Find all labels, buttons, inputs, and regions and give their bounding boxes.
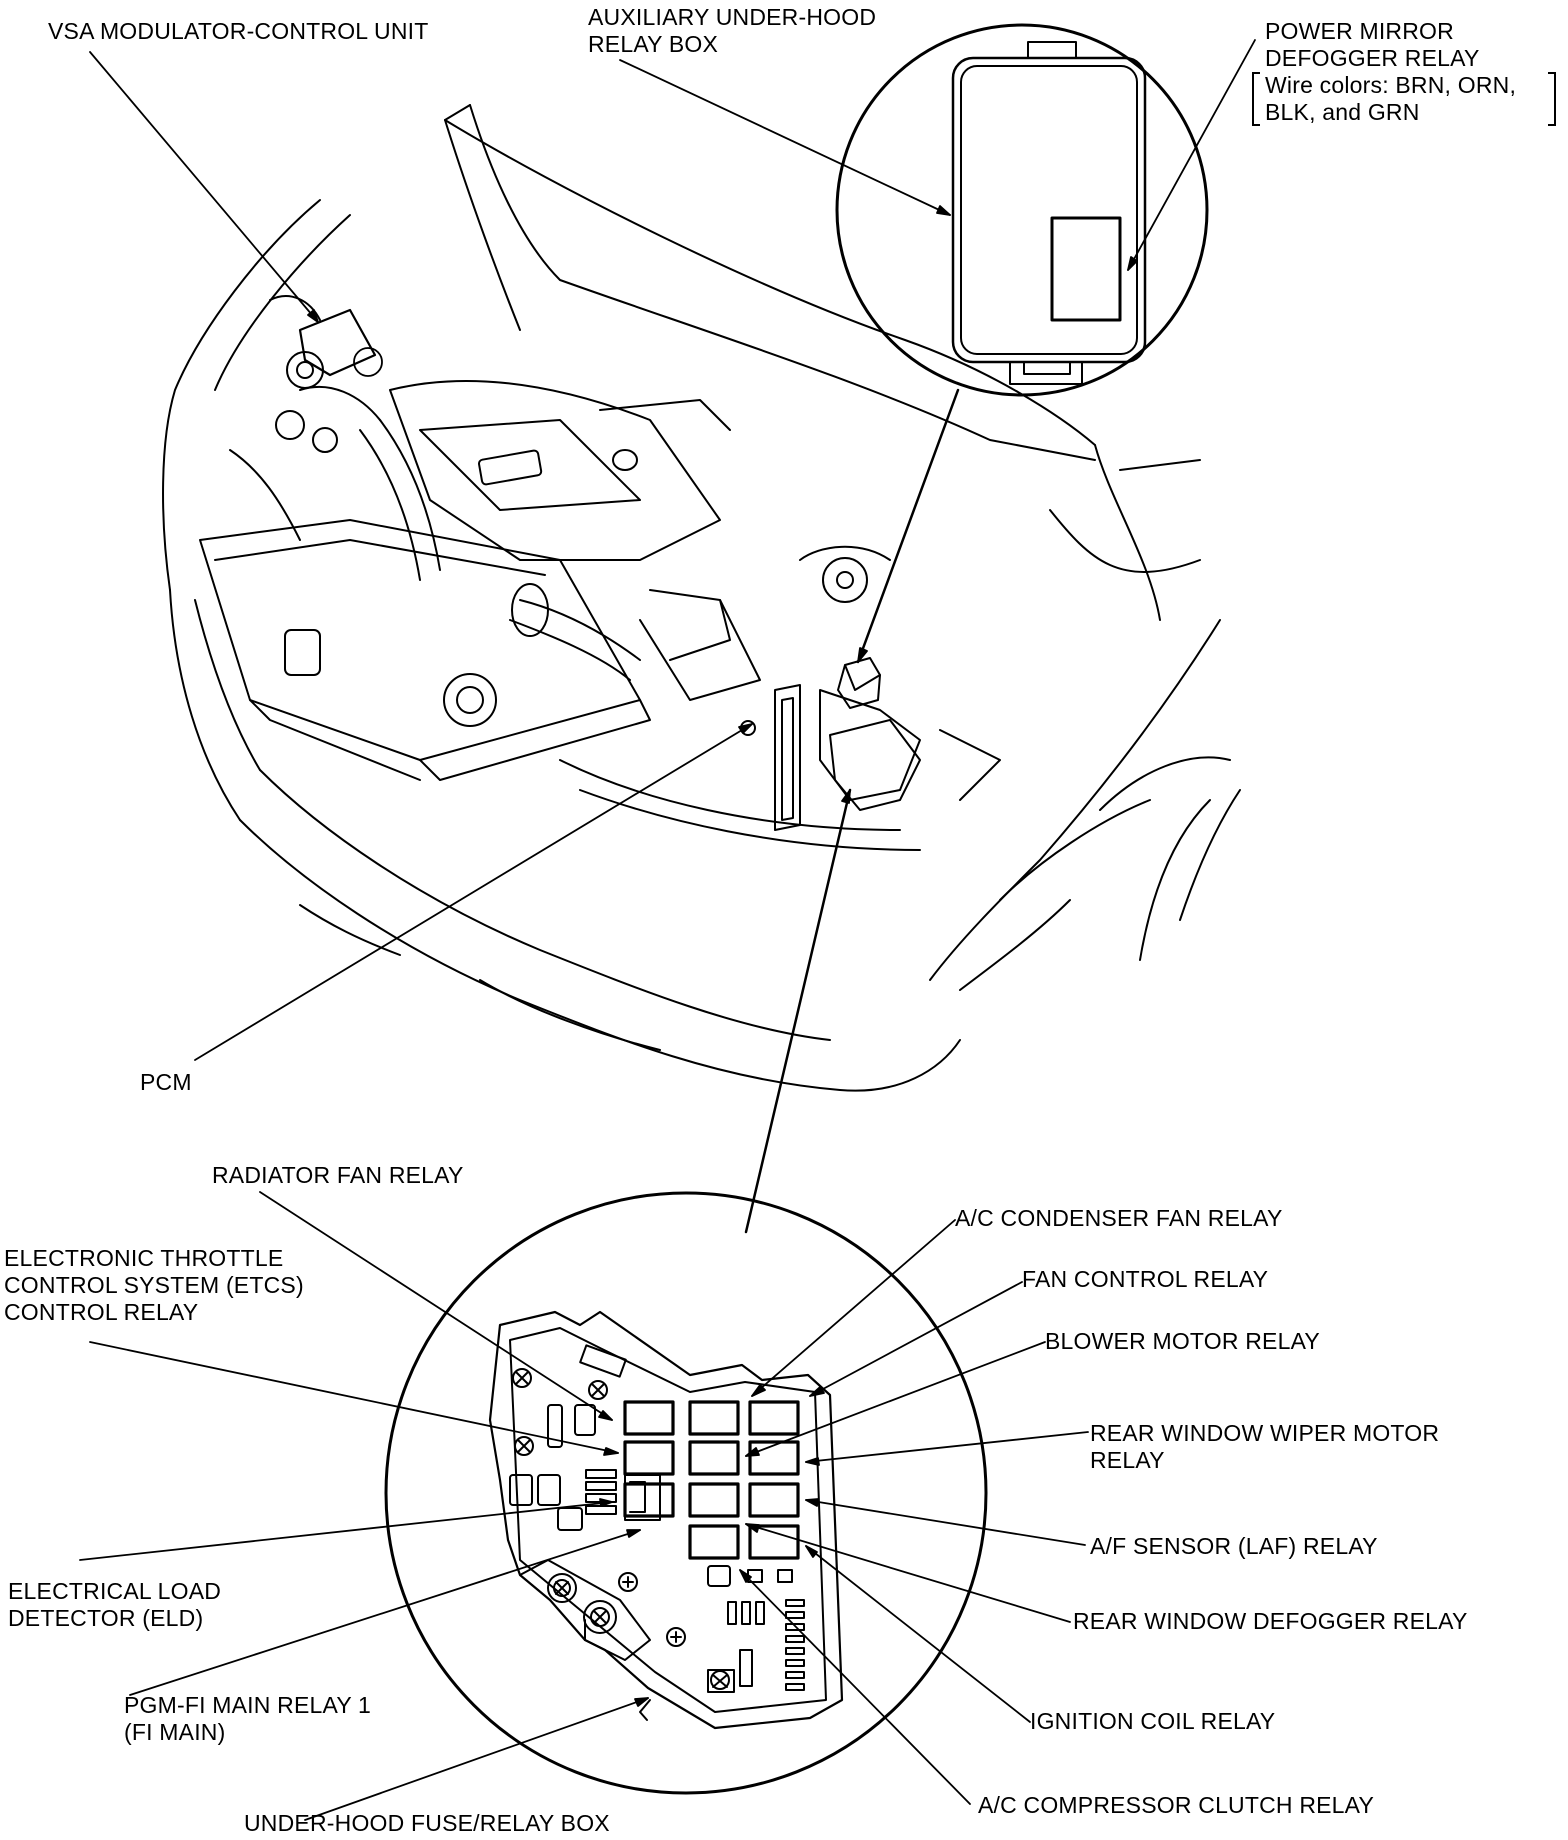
label-aux-relay-box: AUXILIARY UNDER-HOOD RELAY BOX [588,4,877,57]
leader-lines [79,39,1256,1821]
label-power-mirror-relay: POWER MIRROR DEFOGGER RELAY [1265,18,1480,71]
label-pgm-fi-main-relay: PGM-FI MAIN RELAY 1 (FI MAIN) [124,1692,372,1745]
label-fan-control-relay: FAN CONTROL RELAY [1022,1266,1269,1292]
aux-relay-box-inset [835,23,1209,397]
wire-colors-bracket-right [1548,72,1556,126]
label-under-hood-fuse-box: UNDER-HOOD FUSE/RELAY BOX [244,1810,610,1836]
label-vsa-modulator: VSA MODULATOR-CONTROL UNIT [48,18,429,44]
fuse-box-outline [488,1310,844,1730]
inset-circle-top [835,23,1209,397]
relay-rear-defogger [748,1524,800,1560]
relay-pgm-fi [623,1482,675,1518]
under-hood-box-inset [384,1191,988,1795]
relay-ac-compressor [688,1524,740,1560]
label-ac-condenser-fan-relay: A/C CONDENSER FAN RELAY [955,1205,1283,1231]
relay-radiator-fan [623,1400,675,1436]
relay-fan-control [748,1400,800,1436]
inset-circle-bottom [384,1191,988,1795]
relay-rear-wiper [748,1440,800,1476]
wire-colors-bracket-left [1252,72,1260,126]
relay-ignition [688,1482,740,1518]
label-rear-window-wiper-relay: REAR WINDOW WIPER MOTOR RELAY [1090,1420,1440,1473]
relay-etcs [623,1440,675,1476]
label-ignition-coil-relay: IGNITION COIL RELAY [1030,1708,1276,1734]
label-rear-window-defogger-relay: REAR WINDOW DEFOGGER RELAY [1073,1608,1468,1634]
label-pcm: PCM [140,1069,192,1095]
relay-af-sensor [748,1482,800,1518]
relay-ac-condenser [688,1400,740,1436]
label-wire-colors: Wire colors: BRN, ORN, BLK, and GRN [1265,72,1517,125]
label-etcs-control-relay: ELECTRONIC THROTTLE CONTROL SYSTEM (ETCS… [4,1245,304,1325]
power-mirror-defogger-relay-box [1050,216,1122,322]
label-ac-compressor-clutch-relay: A/C COMPRESSOR CLUTCH RELAY [978,1792,1375,1818]
label-blower-motor-relay: BLOWER MOTOR RELAY [1045,1328,1320,1354]
vsa-unit [298,308,377,377]
aux-relay-box-outline [951,56,1147,364]
label-radiator-fan-relay: RADIATOR FAN RELAY [212,1162,464,1188]
relay-blower [688,1440,740,1476]
car-front-drawing [162,104,1241,1092]
label-af-sensor-relay: A/F SENSOR (LAF) RELAY [1090,1533,1378,1559]
label-eld: ELECTRICAL LOAD DETECTOR (ELD) [8,1578,222,1631]
